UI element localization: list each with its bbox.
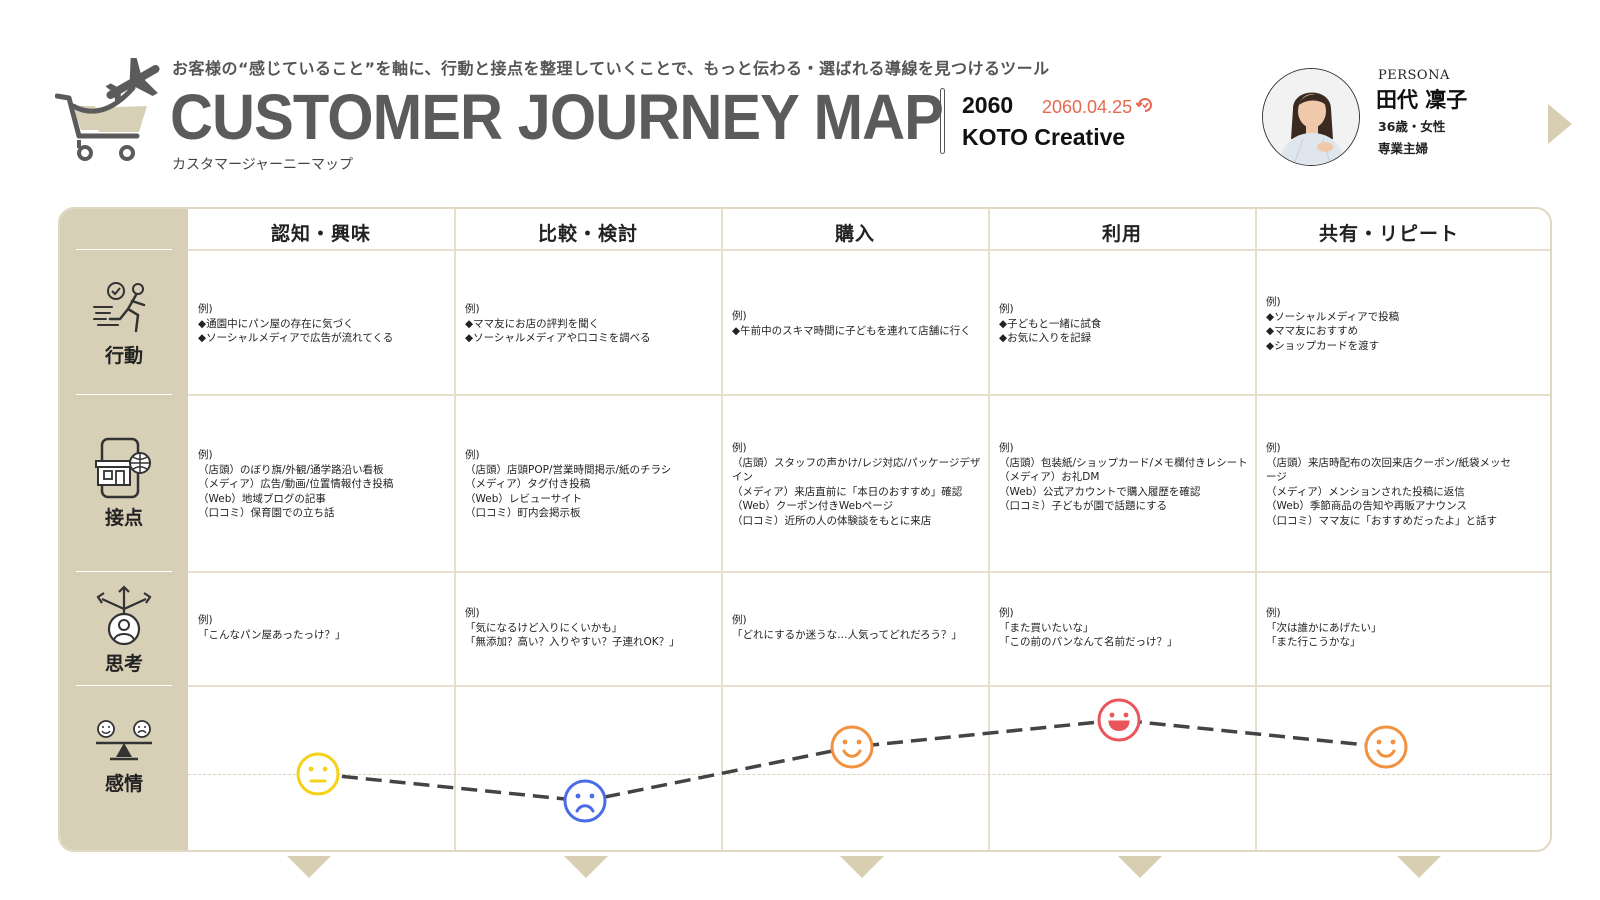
emotion-face-smile-icon [830,725,874,769]
persona-name: 田代 凜子 [1376,88,1468,112]
date-text: 2060.04.25 [1042,97,1133,117]
stage-header-awareness: 認知・興味 [270,223,371,245]
stage-header-share-repeat: 共有・リピート [1318,223,1459,245]
tagline: お客様の“感じていること”を軸に、行動と接点を整理していくことで、もっと伝わる・… [172,59,1050,78]
sidebar-divider [76,571,172,572]
stage-down-arrow-icon [1397,856,1441,878]
touchpoint-cell: 例) （店頭）店頭POP/営業時間掲示/紙のチラシ （メディア）タグ付き投稿 （… [465,449,672,519]
stage-header-purchase: 購入 [834,223,875,245]
grid-line [988,209,990,850]
person-crossroads-icon [96,585,152,645]
touchpoint-cell: 例) （店頭）来店時配布の次回来店クーポン/紙袋メッセージ （メディア）メンショ… [1266,442,1512,527]
row-label-emotion-text: 感情 [104,773,143,795]
row-label-action: 行動 [60,281,188,368]
touchpoint-cell: 例) （店頭）のぼり旗/外観/通学路沿い看板 （メディア）広告/動画/位置情報付… [198,449,394,519]
action-cell: 例) ◆子どもと一緒に試食 ◆お気に入りを記録 [999,303,1102,344]
touchpoint-cell: 例) （店頭）包装紙/ショップカード/メモ欄付きレシート （メディア）お礼DM … [999,442,1248,512]
stage-down-arrow-icon [287,856,331,878]
year-label: 2060 [962,92,1014,118]
grid-line [1255,209,1257,850]
stage-header-usage: 利用 [1101,223,1142,245]
row-label-emotion: 感情 [60,719,188,796]
thought-cell: 例) 「また買いたいな」 「この前のパンなんて名前だっけ？」 [999,607,1178,648]
refresh-icon[interactable] [1135,97,1154,118]
next-arrow-icon[interactable] [1548,104,1572,144]
persona-label: PERSONA [1378,68,1450,83]
grid-line [721,209,723,850]
shopping-cart-plane-logo-icon [55,58,160,161]
emotion-curve-chart [296,698,1408,823]
smartphone-shop-icon [95,437,151,499]
company-name: KOTO Creative [962,124,1126,150]
grid-line [188,249,1550,251]
row-label-touchpoint-text: 接点 [104,507,143,529]
header-divider [940,88,945,154]
stage-header-comparison: 比較・検討 [537,223,638,245]
row-label-sidebar: 行動 接点 思考 [60,209,188,850]
grid-line [188,685,1550,687]
date-label: 2060.04.25 [1042,97,1154,118]
emotion-face-smile-icon [1364,725,1408,769]
touchpoint-cell: 例) （店頭）スタッフの声かけ/レジ対応/パッケージデザイン （メディア）来店直… [732,442,981,527]
thought-cell: 例) 「こんなパン屋あったっけ？」 [198,614,346,641]
emotion-balance-icon [96,720,152,761]
sidebar-divider [76,394,172,395]
emotion-face-neutral-icon [296,752,340,796]
running-person-icon [93,282,146,333]
emotion-face-sad-icon [563,779,607,823]
row-label-action-text: 行動 [104,345,143,367]
row-label-thought: 思考 [60,585,188,676]
grid-line [454,209,456,850]
persona-avatar [1262,68,1360,166]
sidebar-divider [76,685,172,686]
grid-line [188,394,1550,396]
thought-cell: 例) 「次は誰かにあげたい」 「また行こうかな」 [1266,607,1382,648]
persona-age-gender: 36歳・女性 [1378,119,1446,134]
thought-cell: 例) 「気になるけど入りにくいかも」 「無添加？高い？入りやすい？子連れOK？」 [465,607,680,648]
page-title: CUSTOMER JOURNEY MAP [170,81,944,153]
row-label-thought-text: 思考 [104,653,143,675]
emotion-baseline [188,774,1550,775]
stage-down-arrow-icon [564,856,608,878]
sidebar-divider [76,249,172,250]
stage-down-arrow-icon [840,856,884,878]
action-cell: 例) ◆通園中にパン屋の存在に気づく ◆ソーシャルメディアで広告が流れてくる [198,303,394,344]
row-label-touchpoint: 接点 [60,437,188,530]
page-subtitle: カスタマージャーニーマップ [172,157,354,173]
stage-down-arrow-icon [1118,856,1162,878]
action-cell: 例) ◆午前中のスキマ時間に子どもを連れて店舗に行く [732,310,971,337]
emotion-face-happy-icon [1097,698,1141,742]
action-cell: 例) ◆ママ友にお店の評判を聞く ◆ソーシャルメディアや口コミを調べる [465,303,651,344]
journey-board: 行動 接点 思考 [58,207,1552,852]
action-cell: 例) ◆ソーシャルメディアで投稿 ◆ママ友におすすめ ◆ショップカードを渡す [1266,296,1400,352]
grid-line [188,571,1550,573]
thought-cell: 例) 「どれにするか迷うな…人気ってどれだろう？」 [732,614,962,641]
persona-occupation: 専業主婦 [1378,141,1429,156]
